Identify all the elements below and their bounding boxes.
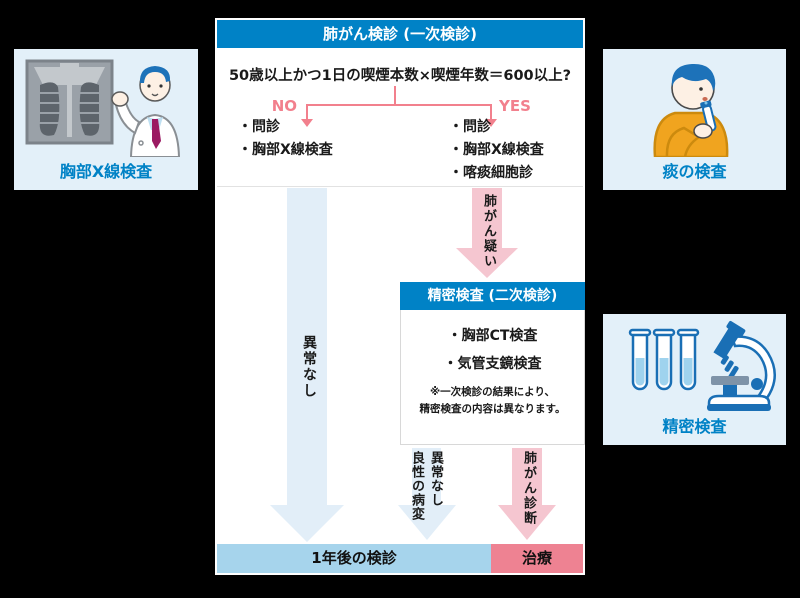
chest-xray-panel: 胸部X線検査	[14, 49, 198, 190]
screening-question: 50歳以上かつ1日の喫煙本数×喫煙年数＝600以上?	[228, 68, 572, 84]
flowchart-panel: 肺がん検診 (一次検診) 50歳以上かつ1日の喫煙本数×喫煙年数＝600以上? …	[215, 18, 585, 575]
primary-screening-header: 肺がん検診 (一次検診)	[217, 20, 583, 48]
benign-outcome-text: 異常なし 良性の病変	[407, 451, 445, 547]
doctor-with-chest-xray-illustration	[14, 55, 198, 157]
no-abnormality-arrow	[287, 188, 327, 505]
diagnosis-text: 肺がん診断	[521, 451, 536, 526]
chest-xray-label: 胸部X線検査	[59, 162, 153, 181]
yes-branch-line	[490, 104, 492, 120]
yes-branch-arrowhead-icon	[485, 119, 497, 127]
detailed-exam-panel: 精密検査	[603, 314, 786, 445]
benign-outcome-arrow	[412, 448, 441, 505]
treatment-outcome-bar: 治療	[491, 544, 583, 573]
diagnosis-arrow	[512, 448, 542, 505]
no-branch-arrowhead-icon	[301, 119, 313, 127]
secondary-screening-header: 精密検査 (二次検診)	[400, 282, 585, 310]
list-item: ・喀痰細胞診	[449, 165, 533, 181]
vtext-line: 良性の病変	[409, 451, 424, 521]
yes-label: YES	[499, 97, 531, 115]
no-checkup-list: ・問診 ・胸部X線検査	[238, 116, 333, 162]
no-label: NO	[271, 97, 297, 115]
suspected-cancer-arrow	[472, 188, 502, 248]
suspected-cancer-text: 肺がん疑い	[481, 194, 496, 269]
no-abnormality-arrowhead-icon	[270, 505, 344, 542]
branch-stem-line	[394, 86, 396, 106]
test-tubes-and-microscope-illustration	[603, 320, 786, 412]
branch-horizontal-line	[306, 104, 492, 106]
vtext-line: 異常なし	[428, 451, 443, 507]
section-divider	[217, 186, 583, 187]
list-item: ・問診	[238, 119, 280, 135]
note-line: ※一次検診の結果により、	[429, 386, 556, 398]
secondary-screening-box: 精密検査 (二次検診) ・胸部CT検査 ・気管支鏡検査 ※一次検診の結果により、…	[400, 282, 585, 445]
followup-outcome-bar: 1年後の検診	[217, 544, 491, 573]
yes-checkup-list: ・問診 ・胸部X線検査 ・喀痰細胞診	[449, 116, 544, 185]
sputum-test-label: 痰の検査	[662, 162, 727, 181]
secondary-screening-note: ※一次検診の結果により、 精密検査の内容は異なります。	[401, 384, 584, 418]
note-line: 精密検査の内容は異なります。	[419, 403, 566, 415]
suspected-cancer-arrowhead-icon	[456, 248, 518, 278]
person-giving-sputum-sample-illustration	[603, 55, 786, 157]
list-item: ・問診	[449, 119, 491, 135]
diagnosis-arrowhead-icon	[498, 505, 556, 540]
list-item: ・気管支鏡検査	[443, 356, 542, 372]
no-branch-line	[306, 104, 308, 120]
secondary-screening-body: ・胸部CT検査 ・気管支鏡検査 ※一次検診の結果により、 精密検査の内容は異なり…	[400, 310, 585, 445]
no-abnormality-text: 異常なし	[301, 335, 317, 399]
benign-outcome-arrowhead-icon	[398, 505, 456, 540]
sputum-test-panel: 痰の検査	[603, 49, 786, 190]
list-item: ・胸部X線検査	[238, 142, 333, 158]
list-item: ・胸部X線検査	[449, 142, 544, 158]
detailed-exam-label: 精密検査	[662, 417, 727, 436]
list-item: ・胸部CT検査	[447, 328, 538, 344]
